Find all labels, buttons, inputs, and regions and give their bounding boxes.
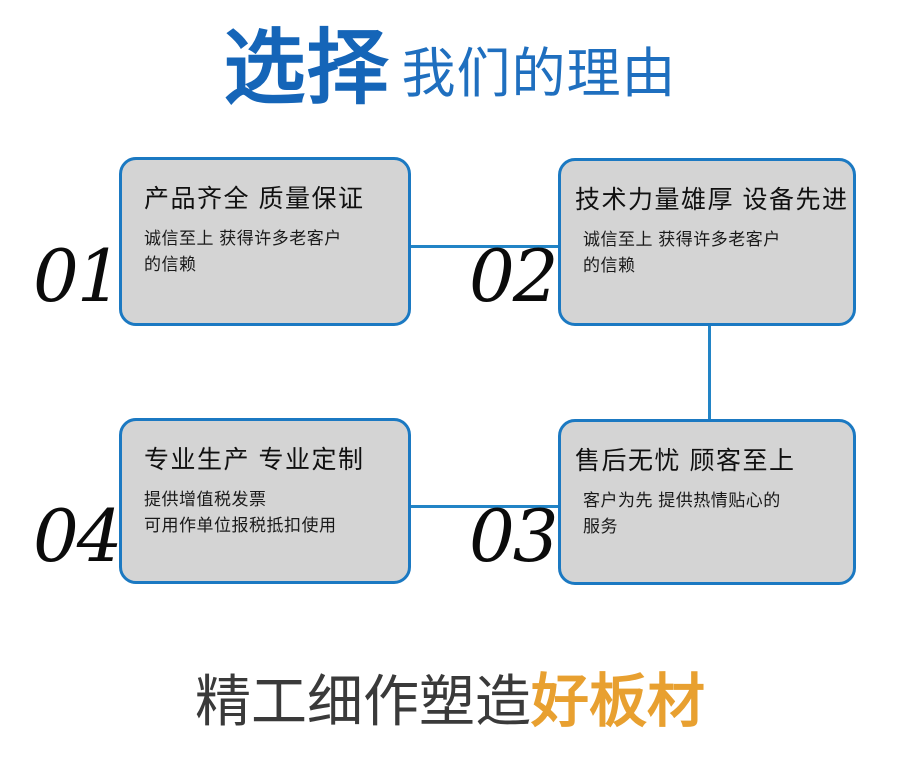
feature-card-03-body: 客户为先 提供热情贴心的 服务 [575, 488, 838, 541]
feature-card-04-body-line-2: 可用作单位报税抵扣使用 [144, 515, 337, 535]
page-title-light: 我们的理由 [401, 44, 677, 104]
feature-card-02-body-line-1: 诚信至上 获得许多老客户 [583, 229, 781, 249]
footer-slogan-accent: 好板材 [530, 667, 705, 735]
feature-card-03-content: 售后无忧 顾客至上 客户为先 提供热情贴心的 服务 [575, 447, 839, 541]
feature-card-03-body-line-2: 服务 [583, 516, 618, 536]
feature-card-04-body: 提供增值税发票 可用作单位报税抵扣使用 [144, 487, 394, 540]
feature-card-02-title: 技术力量雄厚 设备先进 [575, 186, 849, 214]
feature-card-02[interactable]: 技术力量雄厚 设备先进 诚信至上 获得许多老客户 的信赖 [558, 158, 856, 326]
feature-card-02-body: 诚信至上 获得许多老客户 的信赖 [575, 227, 838, 280]
step-number-03: 03 [469, 494, 559, 578]
feature-card-02-content: 技术力量雄厚 设备先进 诚信至上 获得许多老客户 的信赖 [575, 186, 849, 280]
feature-card-01-content: 产品齐全 质量保证 诚信至上 获得许多老客户 的信赖 [144, 185, 394, 279]
footer-slogan: 精工细作塑造好板材 [0, 672, 900, 730]
feature-card-02-body-line-2: 的信赖 [583, 255, 636, 275]
feature-card-03[interactable]: 售后无忧 顾客至上 客户为先 提供热情贴心的 服务 [558, 419, 856, 585]
footer-slogan-dark: 精工细作塑造 [194, 670, 531, 733]
feature-card-01-body: 诚信至上 获得许多老客户 的信赖 [144, 226, 394, 279]
feature-card-04[interactable]: 专业生产 专业定制 提供增值税发票 可用作单位报税抵扣使用 [119, 418, 411, 584]
feature-card-04-title: 专业生产 专业定制 [144, 446, 365, 474]
feature-card-01[interactable]: 产品齐全 质量保证 诚信至上 获得许多老客户 的信赖 [119, 157, 411, 326]
feature-card-03-title: 售后无忧 顾客至上 [575, 447, 796, 475]
connector-02-to-03 [708, 325, 711, 421]
page-title: 选择我们的理由 [0, 28, 900, 110]
step-number-01: 01 [33, 234, 123, 318]
step-number-02: 02 [469, 234, 559, 318]
feature-card-04-body-line-1: 提供增值税发票 [144, 489, 267, 509]
feature-card-04-content: 专业生产 专业定制 提供增值税发票 可用作单位报税抵扣使用 [144, 446, 394, 540]
page-title-strong: 选择 [223, 21, 390, 116]
step-number-04: 04 [33, 494, 123, 578]
connector-04-to-03 [410, 505, 560, 508]
feature-card-01-body-line-2: 的信赖 [144, 254, 197, 274]
feature-card-01-body-line-1: 诚信至上 获得许多老客户 [144, 228, 342, 248]
feature-card-03-body-line-1: 客户为先 提供热情贴心的 [583, 490, 781, 510]
connector-01-to-02 [410, 245, 560, 248]
feature-card-01-title: 产品齐全 质量保证 [144, 185, 365, 213]
